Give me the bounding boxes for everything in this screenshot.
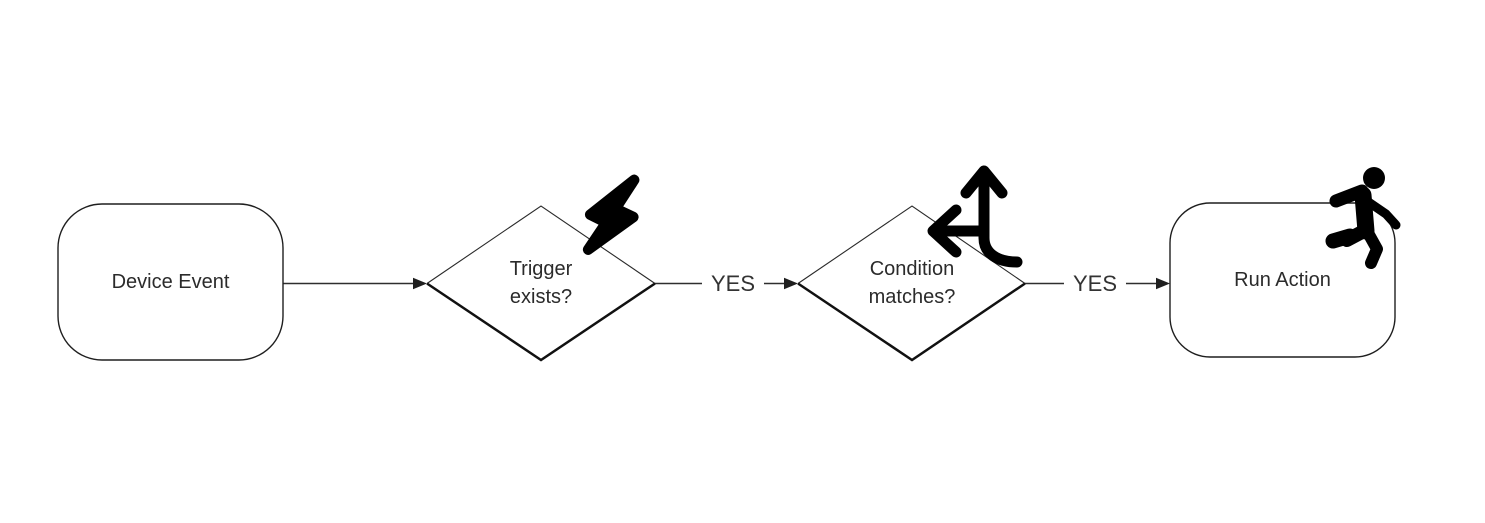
arrowhead-icon	[1156, 277, 1170, 290]
diamond-bottom-edges	[797, 282, 1026, 362]
trigger-exists-node	[426, 205, 656, 362]
fork-arrows-icon	[927, 165, 1023, 268]
runner-front-shoe	[1325, 228, 1358, 249]
device-event-node	[57, 203, 284, 361]
fork-stem	[978, 172, 1023, 268]
edge-condition-to-run	[1025, 277, 1170, 290]
diamond-bottom-edges	[426, 282, 656, 362]
runner-front-arm	[1362, 196, 1401, 230]
running-person-icon	[1325, 167, 1401, 269]
runner-head	[1363, 167, 1385, 189]
runner-back-leg	[1361, 225, 1383, 269]
edge-trigger-to-condition	[655, 277, 798, 290]
arrowhead-icon	[784, 277, 798, 290]
diamond-fill	[798, 206, 1025, 360]
diamond-top-edges	[426, 205, 656, 284]
edge-device-to-trigger	[283, 277, 427, 290]
condition-matches-node	[797, 205, 1026, 362]
fork-left-arrowhead	[927, 204, 962, 258]
lightning-bolt-icon	[582, 174, 640, 255]
arrowhead-icon	[413, 277, 427, 290]
fork-up-arrowhead	[960, 165, 1008, 199]
